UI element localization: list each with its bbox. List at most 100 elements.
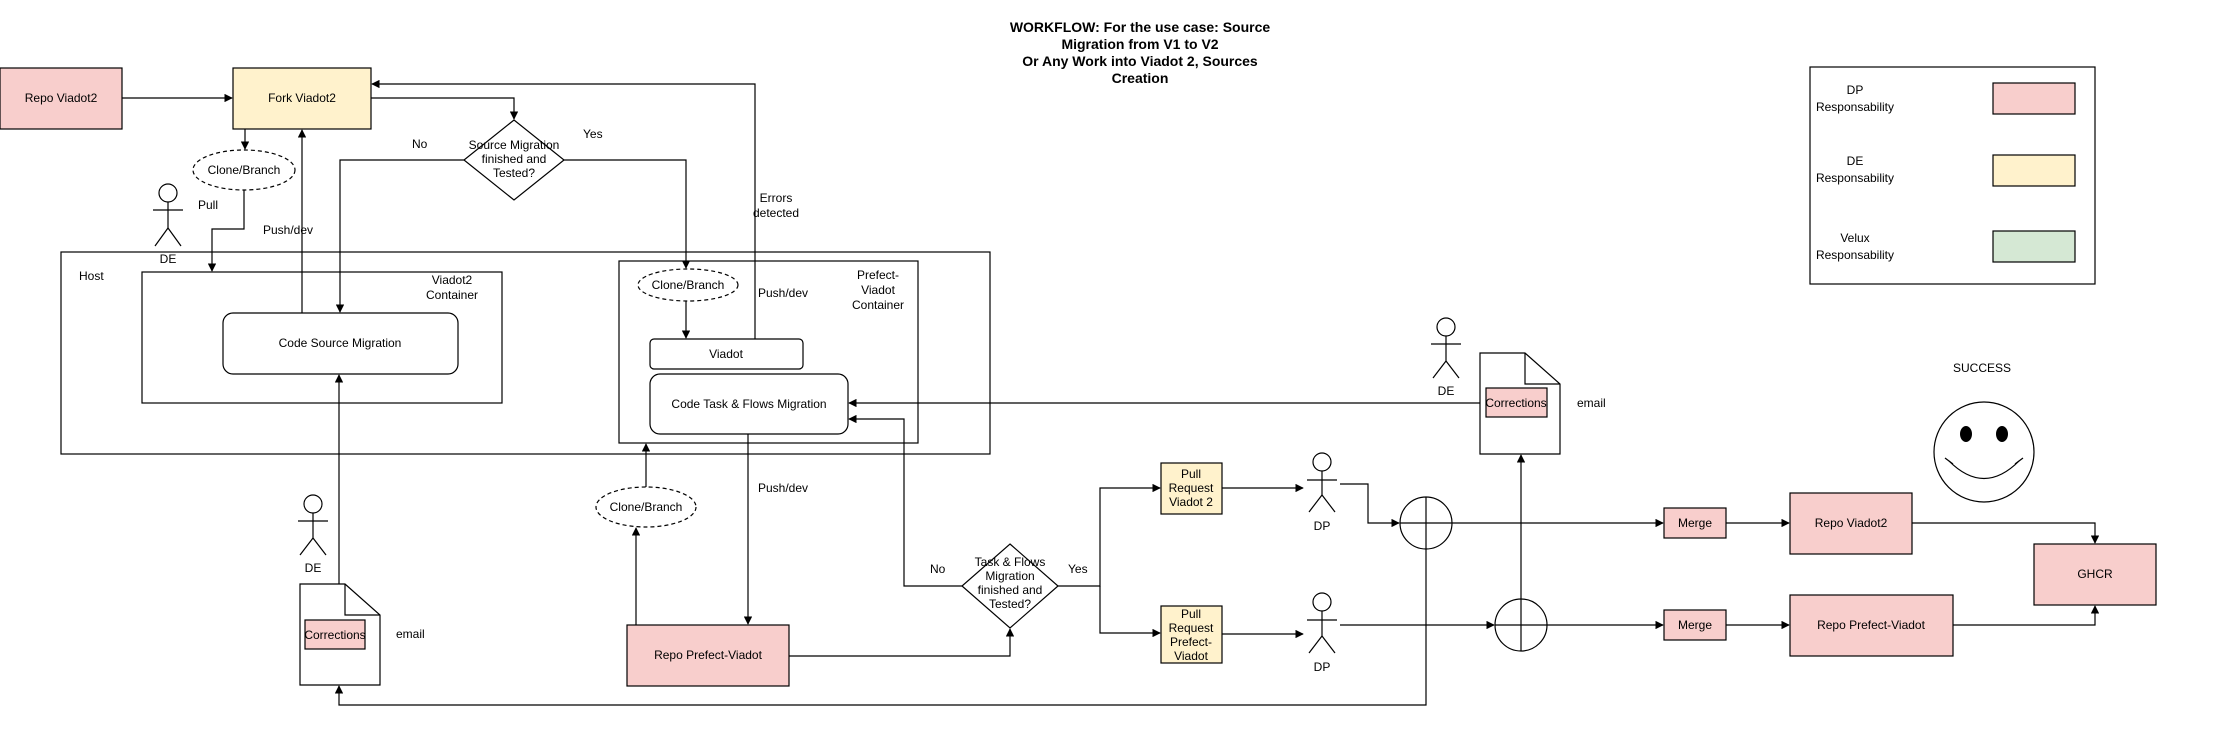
label-edge_labels-errors_detected-1: detected	[753, 206, 799, 220]
label-nodes-repo_viadot2_right: Repo Viadot2	[1815, 516, 1888, 530]
legend-de-label-2: Responsability	[1816, 171, 1894, 185]
actor-de-2	[298, 494, 328, 556]
label-nodes-pr_prefect-3: Viadot	[1174, 649, 1208, 663]
label-nodes-prefect_container-1: Viadot	[861, 283, 895, 297]
diagram-title: WORKFLOW: For the use case: Source Migra…	[1010, 19, 1271, 86]
edge-viadot-to-fork	[371, 79, 756, 339]
label-actors-dp_1: DP	[1314, 519, 1331, 533]
clone-branch-node-2	[637, 268, 739, 302]
corrections-badge-1	[304, 619, 366, 650]
label-nodes-decision_task-3: Tested?	[989, 597, 1031, 611]
label-nodes-corrections_1: Corrections	[304, 628, 365, 642]
label-title-0: WORKFLOW: For the use case: Source	[1010, 19, 1271, 35]
corrections-badge-2	[1485, 387, 1548, 418]
edge-decision-task-yes	[1058, 483, 1161, 587]
or-gate-1	[1399, 496, 1453, 550]
label-nodes-decision_task-2: finished and	[978, 583, 1043, 597]
label-nodes-decision_task-1: Migration	[985, 569, 1034, 583]
label-edge_labels-email_1: email	[396, 627, 425, 641]
edge-repo-viadot2-to-ghcr	[1912, 522, 2100, 544]
legend: DP Responsability DE Responsability Velu…	[1809, 66, 2096, 285]
edge-decision-yes	[564, 159, 691, 269]
label-actors-dp_2: DP	[1314, 660, 1331, 674]
label-nodes-pr_viadot2-2: Viadot 2	[1169, 495, 1213, 509]
legend-velux-swatch	[1992, 230, 2076, 263]
edge-decision-no	[335, 159, 464, 313]
code-source-migration-node	[222, 312, 459, 375]
label-title-2: Or Any Work into Viadot 2, Sources	[1022, 53, 1258, 69]
success-label: SUCCESS	[1953, 361, 2011, 375]
label-edge_labels-email_2: email	[1577, 396, 1606, 410]
label-nodes-repo_prefect_viadot_bottom: Repo Prefect-Viadot	[654, 648, 763, 662]
label-nodes-fork_viadot2: Fork Viadot2	[268, 91, 336, 105]
label-nodes-prefect_container-0: Prefect-	[857, 268, 899, 282]
actor-dp-2	[1307, 592, 1337, 654]
label-nodes-merge_1: Merge	[1678, 516, 1712, 530]
actor-de-3	[1431, 317, 1461, 379]
label-nodes-code_task_flows: Code Task & Flows Migration	[671, 397, 826, 411]
label-title-3: Creation	[1112, 70, 1169, 86]
label-nodes-decision_task-0: Task & Flows	[975, 555, 1046, 569]
legend-dp-swatch	[1992, 82, 2076, 115]
repo-viadot2-top-node	[0, 67, 123, 130]
label-nodes-pr_prefect-0: Pull	[1181, 607, 1201, 621]
label-edge_labels-push_dev_3: Push/dev	[758, 481, 808, 495]
label-actors-de_3: DE	[1438, 384, 1455, 398]
legend-dp-label-2: Responsability	[1816, 100, 1894, 114]
label-nodes-pr_viadot2-0: Pull	[1181, 467, 1201, 481]
label-nodes-pr_viadot2-1: Request	[1169, 481, 1214, 495]
label-nodes-clone_branch_1: Clone/Branch	[208, 163, 281, 177]
label-nodes-repo_prefect_viadot_right: Repo Prefect-Viadot	[1817, 618, 1926, 632]
host-label: Host	[79, 269, 104, 283]
edge-decision-task-yes-2	[1099, 586, 1161, 638]
label-actors-de_1: DE	[160, 252, 177, 266]
label-nodes-corrections_2: Corrections	[1485, 396, 1546, 410]
repo-viadot2-right-node	[1789, 492, 1913, 555]
legend-de-label-1: DE	[1847, 154, 1864, 168]
edge-decision-task-no	[848, 414, 962, 587]
label-nodes-pr_prefect-2: Prefect-	[1170, 635, 1212, 649]
code-task-flows-node	[649, 373, 849, 435]
label-nodes-clone_branch_2: Clone/Branch	[652, 278, 725, 292]
clone-branch-node-3	[595, 486, 697, 528]
edge-repo-prefect-to-ghcr	[1953, 605, 2100, 626]
edge-fork-to-decision	[371, 97, 519, 120]
label-nodes-decision_source-2: Tested?	[493, 166, 535, 180]
label-edge_labels-pull: Pull	[198, 198, 218, 212]
label-nodes-prefect_container-2: Container	[852, 298, 904, 312]
label-nodes-decision_source-0: Source Migration	[469, 138, 560, 152]
edge-or1-to-corrections1	[334, 549, 1427, 706]
label-nodes-viadot2_container-1: Container	[426, 288, 478, 302]
label-nodes-ghcr: GHCR	[2077, 567, 2113, 581]
legend-velux-label-2: Responsability	[1816, 248, 1894, 262]
label-nodes-decision_source-1: finished and	[482, 152, 547, 166]
or-gate-2	[1494, 598, 1548, 652]
label-nodes-viadot: Viadot	[709, 347, 743, 361]
merge-node-2	[1663, 609, 1727, 641]
label-edge_labels-push_dev_2: Push/dev	[758, 286, 808, 300]
label-nodes-repo_viadot2_top: Repo Viadot2	[25, 91, 98, 105]
fork-viadot2-node	[232, 67, 372, 130]
viadot-node	[649, 338, 804, 370]
edge-clone1-to-container	[207, 190, 245, 272]
decision-source-migration	[463, 119, 565, 201]
edge-repo-to-decision	[789, 628, 1015, 657]
legend-dp-label-1: DP	[1847, 83, 1864, 97]
merge-node-1	[1663, 507, 1727, 539]
label-title-1: Migration from V1 to V2	[1061, 36, 1218, 52]
label-nodes-merge_2: Merge	[1678, 618, 1712, 632]
label-edge_labels-no_2: No	[930, 562, 946, 576]
label-actors-de_2: DE	[305, 561, 322, 575]
label-nodes-code_source_migration: Code Source Migration	[279, 336, 402, 350]
ghcr-node	[2033, 543, 2157, 606]
smiley-face-icon	[1933, 401, 2035, 503]
label-edge_labels-push_dev_1: Push/dev	[263, 223, 313, 237]
label-nodes-pr_prefect-1: Request	[1169, 621, 1214, 635]
label-nodes-clone_branch_3: Clone/Branch	[610, 500, 683, 514]
label-nodes-viadot2_container-0: Viadot2	[432, 273, 473, 287]
pull-request-viadot2	[1160, 462, 1223, 515]
label-edge_labels-yes_1: Yes	[583, 127, 603, 141]
label-edge_labels-errors_detected-0: Errors	[760, 191, 793, 205]
edge-dp1-to-or1	[1340, 483, 1400, 528]
label-edge_labels-no_1: No	[412, 137, 428, 151]
